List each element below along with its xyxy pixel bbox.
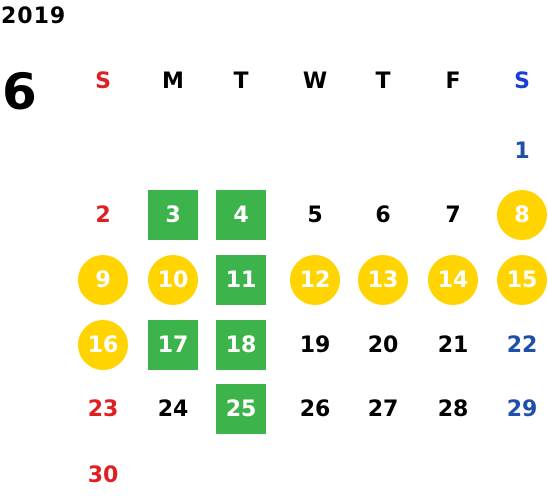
weekday-header-sat: S (514, 68, 530, 94)
day-cell-27[interactable]: 27 (367, 396, 399, 422)
day-cell-26[interactable]: 26 (299, 396, 331, 422)
year-label: 2019 (1, 4, 67, 29)
day-cell-23[interactable]: 23 (87, 396, 119, 422)
month-label: 6 (2, 63, 37, 121)
day-cell-29[interactable]: 29 (506, 396, 538, 422)
day-cell-25[interactable]: 25 (216, 384, 266, 434)
day-cell-21[interactable]: 21 (437, 332, 469, 358)
day-cell-6[interactable]: 6 (375, 202, 391, 228)
day-cell-4[interactable]: 4 (216, 190, 266, 240)
day-cell-12[interactable]: 12 (290, 255, 340, 305)
day-cell-17[interactable]: 17 (148, 320, 198, 370)
day-cell-7[interactable]: 7 (445, 202, 461, 228)
day-cell-24[interactable]: 24 (157, 396, 189, 422)
day-cell-28[interactable]: 28 (437, 396, 469, 422)
weekday-header-fri: F (445, 68, 461, 94)
day-cell-10[interactable]: 10 (148, 255, 198, 305)
weekday-header-thu: T (375, 68, 391, 94)
weekday-header-wed: W (302, 68, 328, 94)
day-cell-16[interactable]: 16 (78, 320, 128, 370)
weekday-header-tue: T (233, 68, 249, 94)
day-cell-22[interactable]: 22 (506, 332, 538, 358)
weekday-header-mon: M (162, 68, 184, 94)
day-cell-9[interactable]: 9 (78, 255, 128, 305)
day-cell-11[interactable]: 11 (216, 255, 266, 305)
day-cell-13[interactable]: 13 (358, 255, 408, 305)
day-cell-5[interactable]: 5 (307, 202, 323, 228)
day-cell-30[interactable]: 30 (87, 462, 119, 488)
weekday-header-sun: S (95, 68, 111, 94)
day-cell-1[interactable]: 1 (514, 138, 530, 164)
day-cell-3[interactable]: 3 (148, 190, 198, 240)
day-cell-8[interactable]: 8 (497, 190, 547, 240)
day-cell-14[interactable]: 14 (428, 255, 478, 305)
day-cell-19[interactable]: 19 (299, 332, 331, 358)
day-cell-2[interactable]: 2 (95, 202, 111, 228)
day-cell-18[interactable]: 18 (216, 320, 266, 370)
day-cell-15[interactable]: 15 (497, 255, 547, 305)
day-cell-20[interactable]: 20 (367, 332, 399, 358)
